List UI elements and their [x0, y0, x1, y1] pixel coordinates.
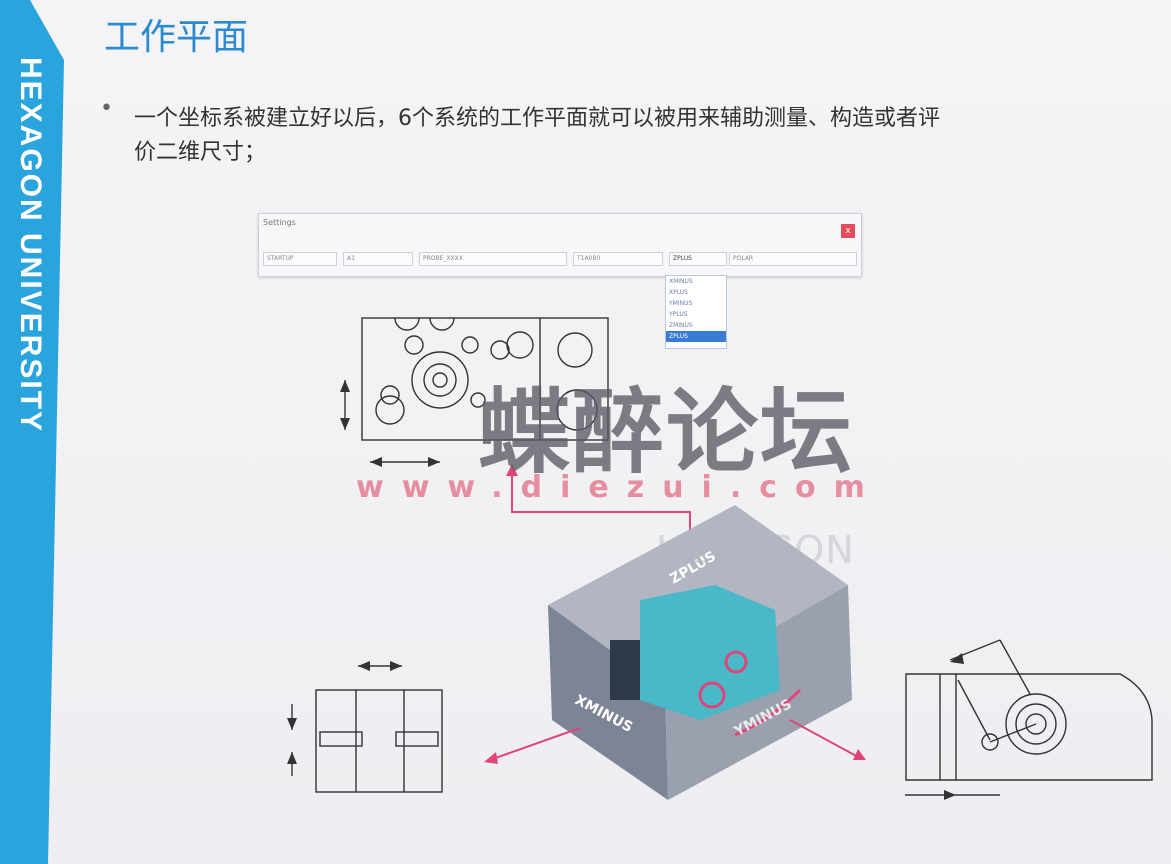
left-view-drawing — [291, 665, 443, 793]
probe-field[interactable]: PROBE_XXXX — [419, 252, 567, 266]
bullet-text-line2: 价二维尺寸； — [134, 140, 267, 165]
yminus-arrow — [789, 719, 861, 759]
dropdown-option-selected[interactable]: ZPLUS — [666, 331, 726, 342]
forum-watermark-text: 蝶醉论坛 — [478, 379, 855, 486]
dropdown-option[interactable]: ZMINUS — [669, 322, 693, 329]
zplus-arrow — [511, 468, 691, 530]
slide-title: 工作平面 — [104, 17, 249, 58]
dropdown-option[interactable]: YPLUS — [669, 311, 688, 318]
workplane-select[interactable]: ZPLUS — [669, 252, 727, 266]
forum-watermark-url: www.diezui.com — [356, 470, 883, 505]
xminus-arrow — [489, 727, 581, 761]
polar-field[interactable]: POLAR — [729, 252, 857, 266]
workplane-cube — [548, 505, 852, 800]
dropdown-option[interactable]: XPLUS — [669, 289, 688, 296]
dropdown-option[interactable]: YMINUS — [669, 300, 693, 307]
workplane-dropdown-list: XMINUS XPLUS YMINUS YPLUS ZMINUS ZPLUS — [665, 275, 727, 349]
settings-dialog: Settings x STARTUP A1 PROBE_XXXX T1A0B0 … — [258, 213, 862, 277]
right-view-drawing — [905, 639, 1153, 796]
bullet-marker: • — [100, 96, 113, 121]
settings-dialog-title: Settings — [263, 218, 296, 227]
angle-field[interactable]: T1A0B0 — [573, 252, 663, 266]
workplane-field-startup[interactable]: STARTUP — [263, 252, 337, 266]
bullet-text-line1: 一个坐标系被建立好以后，6个系统的工作平面就可以被用来辅助测量、构造或者评 — [134, 106, 940, 131]
tip-field[interactable]: A1 — [343, 252, 413, 266]
top-view-dim-arrows — [340, 380, 440, 467]
dropdown-option[interactable]: XMINUS — [669, 278, 693, 285]
close-button[interactable]: x — [841, 224, 855, 238]
top-view-drawing — [344, 317, 609, 463]
hexagon-watermark: HEXAGON — [656, 528, 855, 572]
